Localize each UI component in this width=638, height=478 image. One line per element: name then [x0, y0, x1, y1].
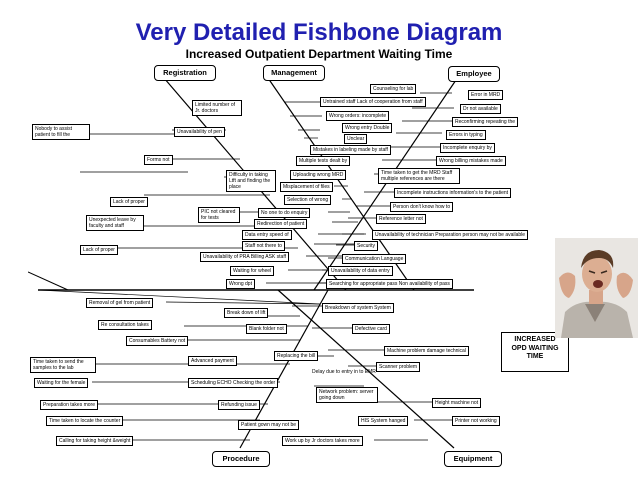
cause-box: Waiting for the female [34, 378, 89, 388]
cause-box: Defective card [352, 324, 390, 334]
cause-box: Network problem: server going down [316, 387, 378, 403]
category-procedure: Procedure [212, 451, 270, 467]
cause-box: Wrong orders: incomplete [326, 111, 390, 121]
category-management: Management [263, 65, 325, 81]
cause-box: Staff not there to [242, 241, 285, 251]
cause-box: Mistakes in labeling made by staff [310, 145, 391, 155]
bone-employee [313, 79, 457, 291]
fishbone-diagram: Registration Management Employee Procedu… [28, 64, 569, 468]
frustrated-person-icon [555, 238, 638, 338]
cause-box: Unavailability of data entry [328, 266, 393, 276]
cause-box: Breakdown of system System [322, 303, 394, 313]
cause-box: Removal of gel from patient [86, 298, 154, 308]
cause-box: Break down of lift [224, 308, 269, 318]
cause-box: Re consultation takes [98, 320, 152, 330]
cause-box: Blank folder not [246, 324, 287, 334]
cause-box: Time taken to get the MRD Staff multiple… [378, 168, 460, 184]
tail-line [28, 271, 69, 291]
cause-box: Wrong entry Double [342, 123, 393, 133]
cause-box: Security [354, 241, 379, 251]
category-registration: Registration [154, 65, 216, 81]
cause-box: Refunding issue [218, 400, 260, 410]
cause-box: Reconfirming repeating the [452, 117, 519, 127]
cause-box: Untrained staff Lack of cooperation from… [320, 97, 426, 107]
bone-equipment [277, 289, 455, 449]
cause-box: Scheduling ECHO Checking the order [188, 378, 279, 388]
cause-box: Work up by Jr doctors takes more [282, 436, 363, 446]
cause-box: Selection of wrong [284, 195, 332, 205]
cause-box: Incomplete instructions information's to… [394, 188, 512, 198]
cause-box: Incomplete enquiry by [440, 143, 495, 153]
cause-box: Errors in typing [446, 130, 486, 140]
cause-box: Wrong billing mistakes made [436, 156, 506, 166]
cause-box: Machine problem damage technical [384, 346, 469, 356]
cause-box: Unclear [344, 134, 368, 144]
cause-box: PIC not cleared for tests [198, 207, 240, 223]
cause-box: Time taken to locate the counter [46, 416, 124, 426]
cause-box: Redirection of patient [254, 219, 308, 229]
cause-box: Scanner problem [376, 362, 421, 372]
cause-box: Unavailability of technician Preparation… [372, 230, 529, 240]
cause-box: Preparation takes more [40, 400, 98, 410]
cause-box: Counseling for lab [370, 84, 417, 94]
cause-box: Patient gown may not be [238, 420, 300, 430]
frustrated-person-photo [555, 238, 638, 338]
cause-box: Lack of proper [110, 197, 148, 207]
page-title: Very Detailed Fishbone Diagram [135, 19, 503, 46]
cause-box: Calling for taking height &weight [56, 436, 134, 446]
cause-box: Misplacement of files [280, 182, 333, 192]
cause-box: Wrong dpt [226, 279, 255, 289]
cause-box: Nobody to assist patient to fill the [32, 124, 90, 140]
cause-box: Height machine not [432, 398, 482, 408]
cause-box: Searching for appropriate pass Non avail… [326, 279, 453, 289]
cause-box: Communication Language [342, 254, 407, 264]
cause-box: Lack of proper [80, 245, 118, 255]
cause-box: Data entry speed of [242, 230, 292, 240]
cause-box: HIS System hanged [358, 416, 409, 426]
page-subtitle: Increased Outpatient Department Waiting … [185, 47, 453, 61]
cause-box: Printer not working [452, 416, 500, 426]
cause-box: Person don't know how to [390, 202, 454, 212]
cause-box: Dr not available [460, 104, 501, 114]
cause-box: Unavailability of PRA Billing ASK staff [200, 252, 290, 262]
cause-box: Unexpected leave by faculty and staff [86, 215, 144, 231]
cause-box: Delay due to entry in to EMR [312, 369, 376, 375]
cause-box: Reference letter not [376, 214, 426, 224]
category-employee: Employee [448, 66, 500, 82]
cause-box: Consumables Battery not [126, 336, 189, 346]
cause-box: Time taken to send the samples to the la… [30, 357, 96, 373]
cause-box: Uploading wrong MRD [290, 170, 347, 180]
cause-box: Advanced payment [188, 356, 237, 366]
cause-box: Multiple tests dealt by [296, 156, 351, 166]
cause-box: Error in MRD [468, 90, 504, 100]
outcome-box: INCREASED OPD WAITING TIME [501, 332, 569, 372]
cause-box: Waiting for wheel [230, 266, 275, 276]
cause-box: Difficulty in taking Ltft and finding th… [226, 170, 276, 192]
cause-box: No one to do enquiry [258, 208, 311, 218]
cause-box: Limited number of Jr. doctors [192, 100, 242, 116]
cause-box: Unavailability of pen [174, 127, 225, 137]
cause-box: Forms not [144, 155, 173, 165]
cause-box: Replacing the bill [274, 351, 319, 361]
category-equipment: Equipment [444, 451, 502, 467]
